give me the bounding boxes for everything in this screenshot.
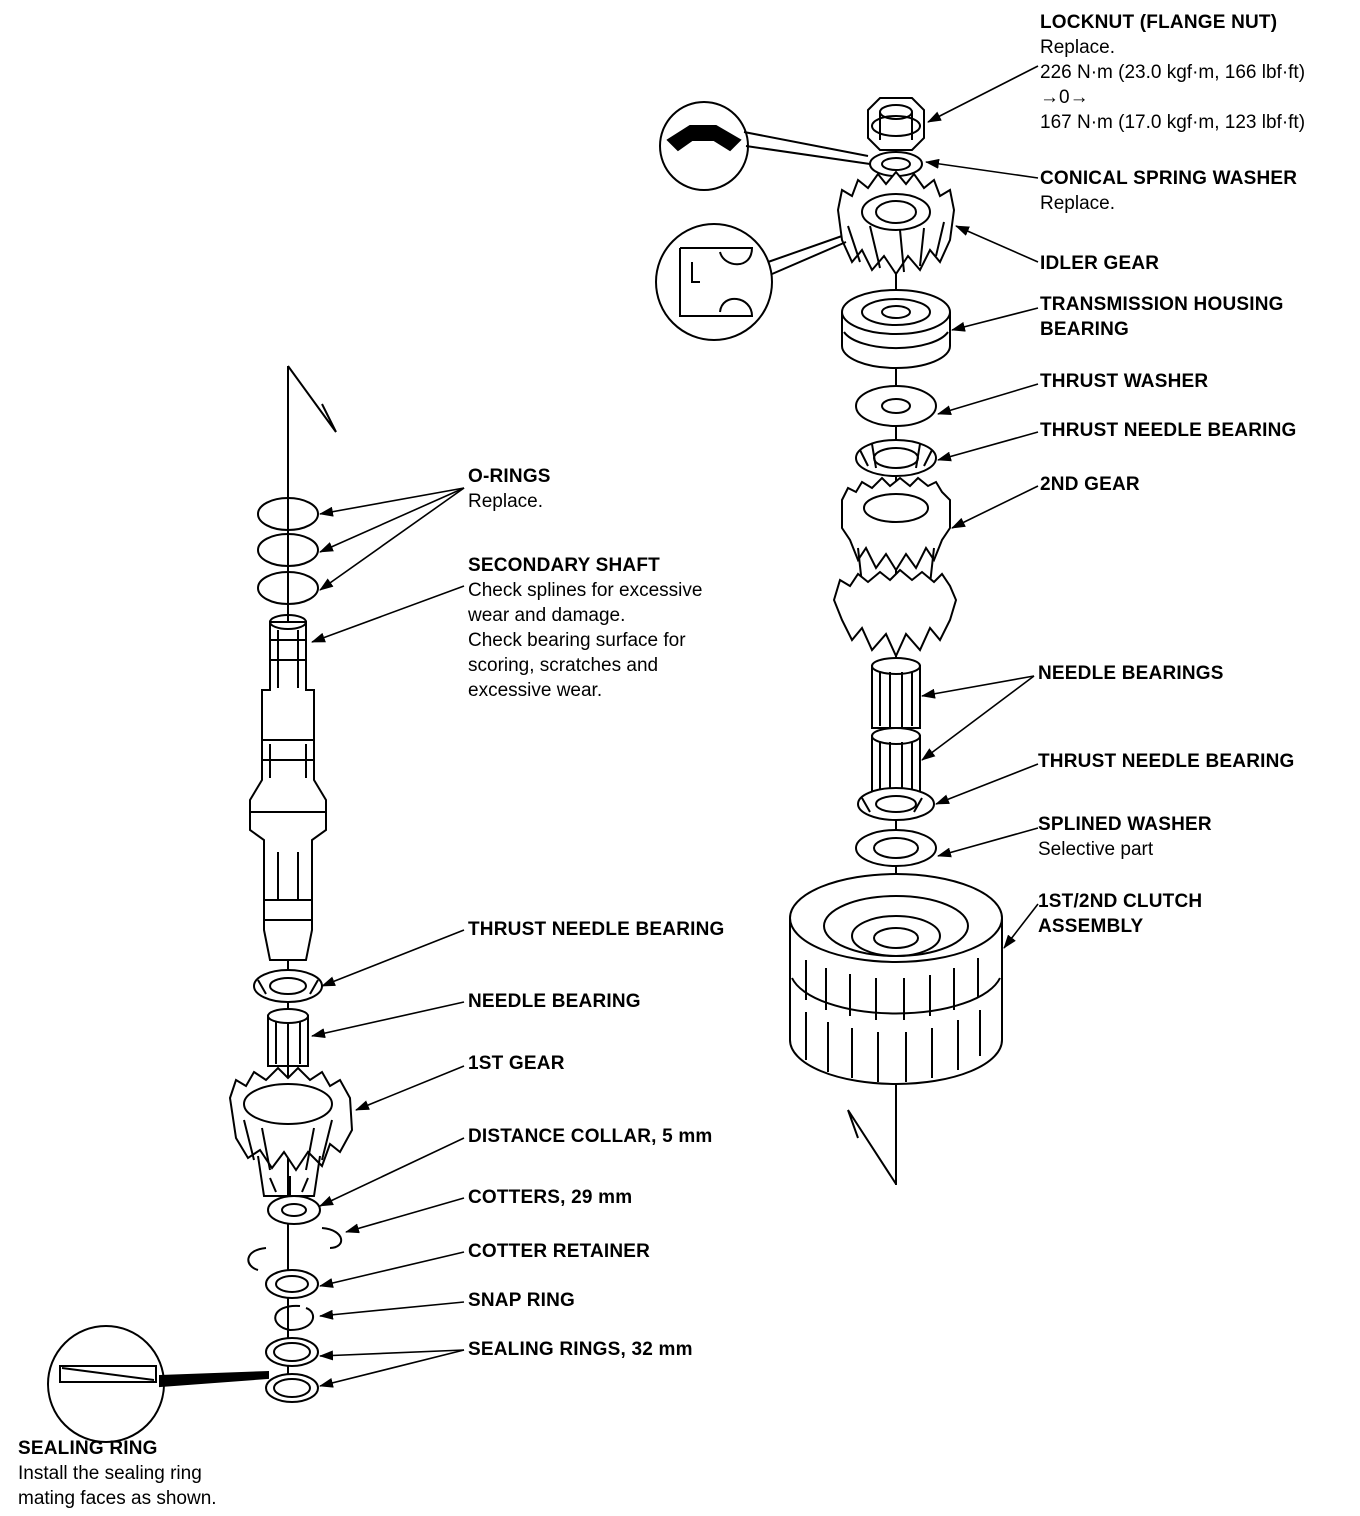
o-rings-part — [257, 497, 319, 605]
label-o-rings: O-RINGS Replace. — [468, 464, 551, 514]
label-second-gear: 2ND GEAR — [1040, 472, 1140, 497]
label-cotters: COTTERS, 29 mm — [468, 1185, 632, 1210]
label-locknut: LOCKNUT (FLANGE NUT) Replace. 226 N·m (2… — [1040, 10, 1305, 135]
secondary-shaft-part — [249, 614, 327, 961]
label-title: COTTER RETAINER — [468, 1241, 651, 1262]
label-title: 2ND GEAR — [1040, 474, 1140, 495]
first-gear-part — [228, 1066, 354, 1197]
label-title: NEEDLE BEARINGS — [1038, 663, 1224, 684]
label-note: Install the sealing ring — [18, 1463, 202, 1484]
label-conical-spring-washer: CONICAL SPRING WASHER Replace. — [1040, 166, 1297, 216]
label-title: BEARING — [1040, 319, 1130, 340]
label-clutch-assembly: 1ST/2ND CLUTCH ASSEMBLY — [1038, 889, 1202, 939]
label-note: Replace. — [1040, 37, 1115, 58]
label-title: 1ST GEAR — [468, 1053, 565, 1074]
label-note: Replace. — [1040, 193, 1115, 214]
second-gear-part — [832, 476, 958, 659]
continuation-symbol-right — [847, 1109, 897, 1185]
label-note: 226 N·m (23.0 kgf·m, 166 lbf·ft) — [1040, 62, 1306, 83]
label-title: LOCKNUT (FLANGE NUT) — [1040, 12, 1278, 33]
label-title: ASSEMBLY — [1038, 916, 1144, 937]
idler-gear-part — [836, 170, 956, 276]
label-sealing-ring: SEALING RING Install the sealing ring ma… — [18, 1436, 217, 1511]
label-thrust-needle-bearing-lower: THRUST NEEDLE BEARING — [1038, 749, 1295, 774]
label-title: COTTERS, 29 mm — [468, 1187, 633, 1208]
leader-arrows — [311, 65, 1039, 1388]
detail-circle-sealing-ring — [47, 1325, 269, 1443]
label-first-gear: 1ST GEAR — [468, 1051, 565, 1076]
transmission-housing-bearing-part — [841, 289, 951, 369]
snap-ring-part — [274, 1304, 315, 1332]
locknut-part — [867, 97, 925, 151]
label-title: SECONDARY SHAFT — [468, 555, 660, 576]
label-note: 167 N·m (17.0 kgf·m, 123 lbf·ft) — [1040, 112, 1306, 133]
thrust-needle-bearing-upper-part — [855, 439, 937, 477]
label-needle-bearing-left: NEEDLE BEARING — [468, 989, 641, 1014]
label-note: Check bearing surface for — [468, 630, 686, 651]
label-transmission-housing-bearing: TRANSMISSION HOUSING BEARING — [1040, 292, 1284, 342]
label-thrust-washer: THRUST WASHER — [1040, 369, 1208, 394]
label-needle-bearings-right: NEEDLE BEARINGS — [1038, 661, 1224, 686]
label-title: SPLINED WASHER — [1038, 814, 1212, 835]
label-title: SNAP RING — [468, 1290, 576, 1311]
splined-washer-part — [855, 829, 937, 867]
label-snap-ring: SNAP RING — [468, 1288, 575, 1313]
label-title: THRUST NEEDLE BEARING — [1038, 751, 1295, 772]
label-title: THRUST WASHER — [1040, 371, 1209, 392]
cotters-part — [247, 1227, 342, 1271]
label-title: DISTANCE COLLAR, 5 mm — [468, 1126, 713, 1147]
label-thrust-needle-bearing-upper: THRUST NEEDLE BEARING — [1040, 418, 1297, 443]
label-note: Replace. — [468, 491, 543, 512]
distance-collar-part — [267, 1195, 321, 1225]
label-cotter-retainer: COTTER RETAINER — [468, 1239, 650, 1264]
label-note: Selective part — [1038, 839, 1154, 860]
detail-circle-idler-gear — [655, 223, 847, 341]
label-title: THRUST NEEDLE BEARING — [468, 919, 725, 940]
label-splined-washer: SPLINED WASHER Selective part — [1038, 812, 1212, 862]
clutch-assembly-part — [789, 873, 1003, 1085]
thrust-needle-bearing-lower-part — [857, 787, 935, 821]
continuation-symbol-left — [287, 365, 337, 433]
detail-circle-conical-washer — [659, 101, 871, 191]
thrust-washer-part — [855, 385, 937, 427]
label-title: SEALING RING — [18, 1438, 158, 1459]
label-note: wear and damage. — [468, 605, 626, 626]
needle-bearing-left-part — [267, 1008, 309, 1067]
label-title: NEEDLE BEARING — [468, 991, 641, 1012]
cotter-retainer-part — [265, 1269, 319, 1299]
thrust-needle-bearing-left-part — [253, 969, 323, 1003]
label-sealing-rings: SEALING RINGS, 32 mm — [468, 1337, 693, 1362]
label-note: excessive wear. — [468, 680, 603, 701]
label-distance-collar: DISTANCE COLLAR, 5 mm — [468, 1124, 713, 1149]
label-title: O-RINGS — [468, 466, 551, 487]
label-note: scoring, scratches and — [468, 655, 659, 676]
label-note: mating faces as shown. — [18, 1488, 217, 1509]
label-title: 1ST/2ND CLUTCH — [1038, 891, 1203, 912]
label-note: →0→ — [1040, 87, 1089, 108]
label-idler-gear: IDLER GEAR — [1040, 251, 1159, 276]
label-title: TRANSMISSION HOUSING — [1040, 294, 1284, 315]
sealing-rings-part — [265, 1337, 319, 1403]
label-note: Check splines for excessive — [468, 580, 703, 601]
label-thrust-needle-bearing-left: THRUST NEEDLE BEARING — [468, 917, 725, 942]
needle-bearings-right-part — [871, 657, 921, 793]
label-title: CONICAL SPRING WASHER — [1040, 168, 1298, 189]
label-title: SEALING RINGS, 32 mm — [468, 1339, 693, 1360]
label-secondary-shaft: SECONDARY SHAFT Check splines for excess… — [468, 553, 702, 703]
label-title: IDLER GEAR — [1040, 253, 1160, 274]
label-title: THRUST NEEDLE BEARING — [1040, 420, 1297, 441]
